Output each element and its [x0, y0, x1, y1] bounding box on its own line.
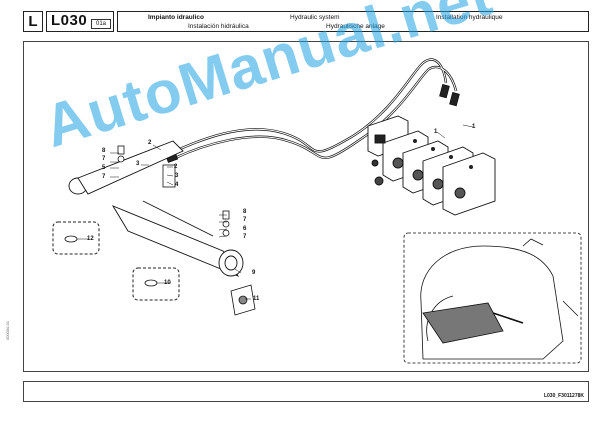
section-letter: L [23, 11, 43, 32]
o-ring-12 [64, 235, 78, 243]
title-fr: Installation hydraulique [436, 14, 503, 21]
callout-7a: 7 [102, 156, 106, 162]
callout-4: 4 [175, 182, 179, 188]
title-es: Instalación hidráulica [188, 23, 249, 30]
title-box: Impianto idraulico Hydraulic system Inst… [117, 11, 589, 32]
callout-3b: 3 [175, 173, 179, 179]
callout-2b: 2 [174, 164, 178, 170]
hose-highlight [172, 59, 457, 159]
callout-6: 6 [243, 226, 247, 232]
detail-box-12 [52, 221, 100, 255]
leader-lines [77, 124, 474, 300]
callout-1b: 1 [434, 129, 438, 135]
cylinder-fittings [117, 145, 256, 316]
callout-7b: 7 [102, 174, 106, 180]
inset-pointer [492, 312, 524, 324]
section-code: L030 [51, 12, 88, 29]
callout-8a: 8 [102, 148, 106, 154]
valve-ports [413, 139, 473, 169]
callout-2a: 2 [148, 140, 152, 146]
callout-1a: 1 [472, 124, 476, 130]
hose-fittings-right [439, 84, 460, 107]
hydraulic-cylinder [68, 140, 244, 277]
callout-7d: 7 [243, 234, 247, 240]
sub-code: 01a [91, 19, 111, 29]
callout-5: 5 [102, 165, 106, 171]
hydraulic-diagram [52, 58, 582, 364]
figure-reference: L030_F3011278K [543, 393, 584, 399]
callout-9: 9 [252, 270, 256, 276]
inset-tractor-view [403, 232, 582, 364]
callout-12: 12 [87, 236, 94, 242]
side-code: 000000-01 [5, 320, 10, 340]
callout-8b: 8 [243, 209, 247, 215]
callout-7c: 7 [243, 217, 247, 223]
o-ring-10 [144, 279, 158, 287]
callout-10: 10 [164, 280, 171, 286]
footer-box: L030_F3011278K [23, 381, 589, 402]
callout-3a: 3 [136, 161, 140, 167]
inset-highlighted-part [422, 302, 504, 344]
control-valve [367, 115, 496, 216]
detail-box-10 [132, 267, 180, 301]
section-code-box: L030 01a [46, 11, 114, 32]
title-en: Hydraulic system [290, 14, 340, 21]
title-it: Impianto idraulico [148, 14, 204, 21]
callout-11: 11 [253, 296, 260, 302]
drawing-frame [23, 41, 589, 372]
title-de: Hydraulische anlage [326, 23, 385, 30]
